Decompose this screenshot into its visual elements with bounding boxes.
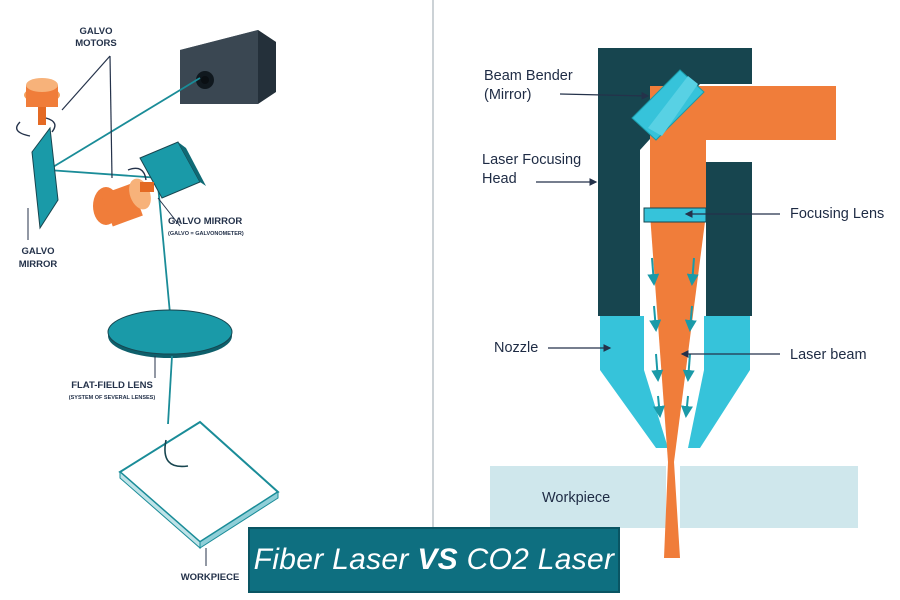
pointer-galvo-mirror-main (157, 197, 181, 227)
label-focusing-head-2: Head (482, 171, 517, 187)
pointer-beam-bender (559, 91, 650, 100)
pointer-galvo-motors-a (61, 55, 111, 111)
banner-part-co2: CO2 Laser (457, 543, 615, 576)
fiber-laser-diagram: GALVO MOTORS GALVO MIRROR GALVO MIRROR (… (16, 26, 280, 583)
workpiece-block (490, 466, 858, 528)
co2-laser-diagram: Beam Bender (Mirror) Laser Focusing Head… (482, 48, 884, 558)
title-banner: Fiber Laser VS CO2 Laser (248, 527, 620, 593)
banner-part-vs: VS (417, 543, 458, 576)
label-galvo-motors-1: GALVO (79, 26, 112, 37)
label-galvo-motors-2: MOTORS (75, 38, 117, 49)
pointer-galvo-motors-b (109, 55, 113, 179)
galvo-mirror-left (31, 126, 59, 230)
label-laser-beam: Laser beam (790, 347, 867, 363)
label-galvo-mirror-left-1: GALVO (21, 246, 54, 257)
label-galvo-mirror-left-2: MIRROR (19, 259, 58, 270)
label-nozzle: Nozzle (494, 340, 538, 356)
label-beam-bender-2: (Mirror) (484, 87, 532, 103)
label-focusing-head-1: Laser Focusing (482, 152, 581, 168)
beam-flow-arrows (647, 257, 699, 418)
galvo-motor-top (16, 78, 60, 137)
banner-title: Fiber Laser VS CO2 Laser (254, 543, 615, 577)
focused-beam (167, 355, 173, 425)
beam-bender-mirror (631, 69, 705, 141)
galvo-mirror-right (139, 141, 206, 199)
label-galvo-mirror-sub: (GALVO = GALVONOMETER) (168, 231, 244, 237)
flat-field-lens (107, 309, 233, 358)
label-galvo-mirror-main: GALVO MIRROR (168, 216, 242, 227)
galvo-motor-bottom (93, 167, 154, 227)
laser-source-box (180, 30, 276, 104)
label-flat-field-lens-sub: (SYSTEM OF SEVERAL LENSES) (69, 395, 156, 401)
label-workpiece-right: Workpiece (542, 490, 610, 506)
workpiece-plate (118, 420, 280, 550)
label-workpiece-left: WORKPIECE (181, 572, 240, 583)
focusing-lens (643, 207, 707, 223)
banner-part-fiber: Fiber Laser (253, 543, 418, 576)
nozzle (600, 316, 750, 448)
label-focusing-lens: Focusing Lens (790, 206, 884, 222)
label-flat-field-lens: FLAT-FIELD LENS (71, 380, 153, 391)
label-beam-bender-1: Beam Bender (484, 68, 573, 84)
